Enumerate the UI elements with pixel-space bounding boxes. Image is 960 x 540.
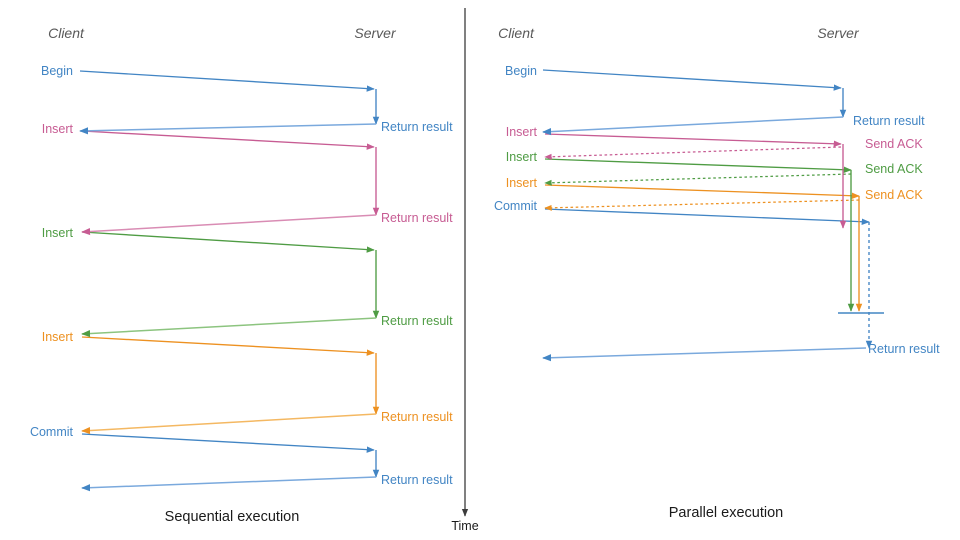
server-message-label-sequential-4: Return result xyxy=(381,473,453,487)
server-lane-header: Server xyxy=(354,25,397,41)
server-message-label-sequential-2: Return result xyxy=(381,314,453,328)
request-arrow-sequential-0 xyxy=(79,70,375,92)
client-message-label-parallel-3: Insert xyxy=(506,176,538,190)
ack-return-arrow-parallel-2 xyxy=(544,199,860,211)
ack-return-arrow-parallel-0 xyxy=(544,146,842,160)
server-lane-header: Server xyxy=(817,25,860,41)
response-arrow-parallel-0 xyxy=(542,116,844,136)
response-arrow-sequential-3 xyxy=(81,413,377,435)
server-message-label-sequential-3: Return result xyxy=(381,410,453,424)
server-message-label-parallel-1: Send ACK xyxy=(865,137,923,151)
panel-caption-sequential: Sequential execution xyxy=(165,509,300,525)
response-arrow-sequential-1 xyxy=(81,214,377,236)
client-message-label-parallel-0: Begin xyxy=(505,64,537,78)
request-arrow-sequential-1 xyxy=(81,130,375,150)
server-message-label-parallel-0: Return result xyxy=(853,114,925,128)
request-arrow-parallel-2 xyxy=(544,158,852,173)
response-arrow-sequential-4 xyxy=(81,476,377,492)
client-message-label-parallel-2: Insert xyxy=(506,150,538,164)
client-message-label-parallel-1: Insert xyxy=(506,125,538,139)
request-arrow-sequential-3 xyxy=(81,336,375,356)
response-arrow-sequential-2 xyxy=(81,317,377,338)
request-arrow-parallel-1 xyxy=(544,133,842,147)
request-arrow-sequential-2 xyxy=(81,231,375,253)
request-arrow-parallel-3 xyxy=(544,184,860,199)
ack-return-arrow-parallel-1 xyxy=(544,173,852,186)
panel-caption-parallel: Parallel execution xyxy=(669,505,783,521)
time-axis-label: Time xyxy=(451,519,478,533)
client-message-label-sequential-3: Insert xyxy=(42,330,74,344)
server-message-label-parallel-3: Send ACK xyxy=(865,188,923,202)
client-message-label-sequential-4: Commit xyxy=(30,425,74,439)
client-message-label-sequential-2: Insert xyxy=(42,226,74,240)
request-arrow-parallel-0 xyxy=(542,69,842,91)
request-arrow-sequential-4 xyxy=(81,433,375,453)
server-message-label-sequential-0: Return result xyxy=(381,120,453,134)
client-lane-header: Client xyxy=(498,25,535,41)
server-message-label-parallel-4: Return result xyxy=(868,342,940,356)
response-arrow-parallel-1 xyxy=(542,347,867,362)
server-message-label-parallel-2: Send ACK xyxy=(865,162,923,176)
client-lane-header: Client xyxy=(48,25,85,41)
request-arrow-parallel-4 xyxy=(544,208,870,225)
time-axis-layer: Time xyxy=(451,8,479,533)
client-message-label-sequential-0: Begin xyxy=(41,64,73,78)
client-message-label-parallel-4: Commit xyxy=(494,199,538,213)
client-message-label-sequential-1: Insert xyxy=(42,122,74,136)
response-arrow-sequential-0 xyxy=(79,123,377,135)
server-message-label-sequential-1: Return result xyxy=(381,211,453,225)
